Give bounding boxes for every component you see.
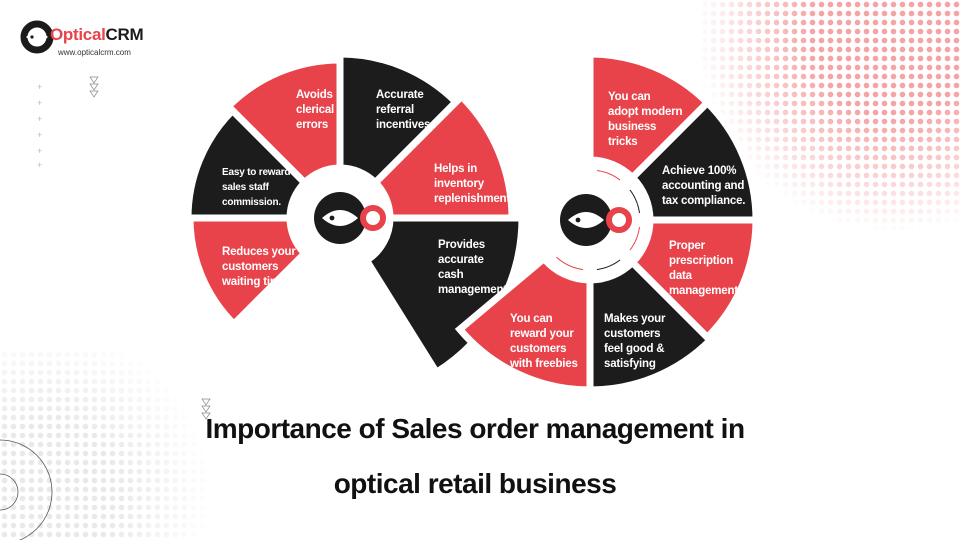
segment-label-inventory-replenishment: Helps in inventory replenishment. (434, 163, 513, 205)
segment-inner-ring (619, 179, 648, 221)
segment-wedge (184, 105, 310, 222)
segment-label-modern-business-tricks: You can adopt modern business tricks (608, 91, 683, 148)
segment-inner-ring (546, 247, 591, 278)
segment-label-prescription-data: Proper prescription data management (669, 240, 738, 297)
segment-wedge (627, 216, 760, 343)
segment-wedge (627, 97, 760, 224)
eye-logo-icon (560, 194, 632, 246)
segment-label-tax-compliance: Achieve 100% accounting and tax complian… (662, 165, 746, 207)
brand-name-crm: CRM (105, 25, 144, 44)
page-title-line1: Importance of Sales order management in (205, 413, 745, 444)
plus-decoration: + (37, 82, 43, 92)
segment-wedge (336, 50, 461, 188)
segment-label-reward-with-freebies: You can reward your customers with freeb… (510, 313, 578, 370)
segment-label-avoids-clerical-errors: Avoids clerical errors (296, 89, 335, 131)
segment-wedge (370, 91, 516, 222)
segment-label-reward-staff-commission: Easy to reward sales staff commission. (222, 167, 291, 208)
plus-decoration: + (37, 98, 43, 108)
brand-name: OpticalCRM (50, 25, 144, 45)
plus-decoration: + (37, 146, 43, 156)
page-title-line2: optical retail business (333, 468, 617, 499)
segment-wedge (361, 214, 526, 378)
plus-decoration: + (37, 130, 43, 140)
segment-wedge (586, 257, 716, 394)
segment-inner-ring (589, 249, 631, 278)
segment-label-reduces-waiting-time: Reduces your customers waiting time (222, 246, 296, 288)
brand-name-optical: Optical (50, 25, 106, 44)
segment-wedge (186, 214, 310, 330)
triangles-decoration (89, 76, 99, 98)
brand-url: www.opticalcrm.com (58, 48, 131, 57)
segment-wedge (454, 253, 594, 394)
segment-wedge (223, 56, 344, 188)
segment-label-referral-incentives: Accurate referral incentives. (376, 89, 434, 131)
segment-inner-ring (589, 162, 631, 191)
segment-wedge (586, 50, 713, 183)
segment-label-customers-feel-good: Makes your customers feel good & satisfy… (604, 313, 666, 370)
triangles-decoration (201, 398, 211, 420)
plus-decoration: + (37, 114, 43, 124)
segment-inner-ring (619, 219, 648, 261)
segment-label-cash-management: Provides accurate cash management (438, 239, 507, 296)
eye-logo-icon (314, 192, 386, 244)
plus-decoration: + (37, 160, 43, 170)
eye-logo-icon (20, 20, 54, 54)
concentric-circles-decoration (0, 439, 53, 540)
